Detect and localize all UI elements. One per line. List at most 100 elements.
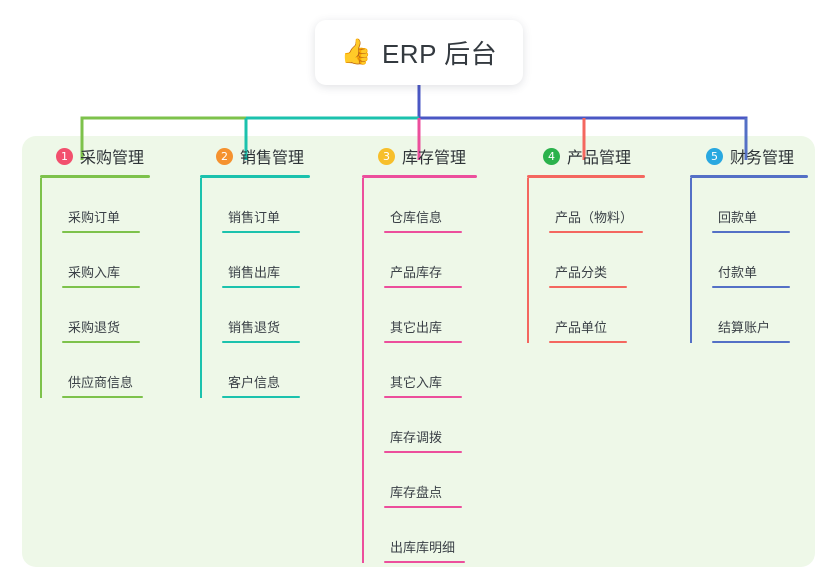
leaf-item[interactable]: 其它入库: [362, 343, 480, 398]
leaf-item-label: 付款单: [718, 265, 758, 280]
branch-underline-2: [200, 175, 310, 178]
leaf-item[interactable]: 采购入库: [40, 233, 168, 288]
leaf-item-underline: [549, 341, 627, 343]
leaf-item-underline: [62, 341, 140, 343]
leaf-item[interactable]: 仓库信息: [362, 178, 480, 233]
branch-column-4: 4 产品管理产品（物料） 产品分类产品单位: [527, 144, 653, 343]
branch-column-2: 2 销售管理销售订单销售出库销售退货客户信息: [200, 144, 322, 398]
leaf-item-label: 产品分类: [555, 265, 608, 280]
leaf-item-underline: [222, 341, 300, 343]
leaf-item-label: 采购入库: [68, 265, 121, 280]
leaf-item-underline: [549, 231, 643, 233]
leaf-item-label: 客户信息: [228, 375, 281, 390]
leaf-item[interactable]: 销售退货: [200, 288, 322, 343]
leaf-item-underline: [712, 286, 790, 288]
branch-header-3[interactable]: 3 库存管理: [362, 144, 480, 168]
leaf-item[interactable]: 出库库明细: [362, 508, 480, 563]
branch-header-1[interactable]: 1 采购管理: [40, 144, 168, 168]
leaf-item[interactable]: 采购订单: [40, 178, 168, 233]
leaf-item-label: 产品（物料）: [555, 210, 634, 225]
branch-item-list-5: 回款单付款单结算账户: [690, 178, 806, 343]
leaf-item-label: 采购退货: [68, 320, 121, 335]
leaf-item-label: 销售出库: [228, 265, 281, 280]
branch-badge-2: 2: [216, 147, 233, 165]
leaf-item-label: 产品单位: [555, 320, 608, 335]
leaf-item[interactable]: 库存调拨: [362, 398, 480, 453]
leaf-item-label: 其它入库: [390, 375, 443, 390]
leaf-item-label: 销售订单: [228, 210, 281, 225]
branch-title-3: 库存管理: [402, 150, 467, 167]
branch-header-4[interactable]: 4 产品管理: [527, 144, 653, 168]
branch-badge-3: 3: [378, 147, 395, 165]
leaf-item-underline: [549, 286, 627, 288]
leaf-item-underline: [384, 341, 462, 343]
leaf-item[interactable]: 客户信息: [200, 343, 322, 398]
branch-spine-5: [690, 178, 692, 343]
leaf-item-label: 销售退货: [228, 320, 281, 335]
leaf-item-label: 采购订单: [68, 210, 121, 225]
leaf-item[interactable]: 回款单: [690, 178, 806, 233]
branch-underline-3: [362, 175, 477, 178]
leaf-item-underline: [384, 561, 465, 563]
leaf-item-label: 结算账户: [718, 320, 771, 335]
leaf-item[interactable]: 销售订单: [200, 178, 322, 233]
branch-item-list-2: 销售订单销售出库销售退货客户信息: [200, 178, 322, 398]
leaf-item[interactable]: 付款单: [690, 233, 806, 288]
leaf-item[interactable]: 产品（物料）: [527, 178, 653, 233]
leaf-item-underline: [384, 506, 462, 508]
branch-underline-1: [40, 175, 150, 178]
leaf-item-underline: [222, 286, 300, 288]
leaf-item-underline: [62, 286, 140, 288]
root-node-card[interactable]: 👍 ERP 后台: [315, 20, 523, 85]
leaf-item[interactable]: 其它出库: [362, 288, 480, 343]
branch-title-2: 销售管理: [240, 150, 305, 167]
leaf-item-label: 出库库明细: [390, 540, 456, 555]
leaf-item[interactable]: 供应商信息: [40, 343, 168, 398]
leaf-item-underline: [62, 231, 140, 233]
branch-title-1: 采购管理: [80, 150, 145, 167]
branch-spine-1: [40, 178, 42, 398]
branch-title-4: 产品管理: [567, 150, 632, 167]
leaf-item-underline: [384, 231, 462, 233]
branch-badge-5: 5: [706, 147, 723, 165]
leaf-item[interactable]: 采购退货: [40, 288, 168, 343]
branch-spine-4: [527, 178, 529, 343]
branch-spine-2: [200, 178, 202, 398]
leaf-item-underline: [712, 341, 790, 343]
root-node-title: ERP 后台: [381, 39, 498, 69]
leaf-item[interactable]: 产品单位: [527, 288, 653, 343]
leaf-item-underline: [62, 396, 143, 398]
leaf-item-underline: [384, 396, 462, 398]
leaf-item-underline: [222, 396, 300, 398]
leaf-item-label: 供应商信息: [68, 375, 134, 390]
leaf-item-underline: [712, 231, 790, 233]
leaf-item[interactable]: 产品库存: [362, 233, 480, 288]
leaf-item-underline: [384, 451, 462, 453]
leaf-item[interactable]: 结算账户: [690, 288, 806, 343]
branch-column-1: 1 采购管理采购订单采购入库采购退货供应商信息: [40, 144, 168, 398]
leaf-item-label: 回款单: [718, 210, 758, 225]
leaf-item-label: 库存调拨: [390, 430, 443, 445]
leaf-item-label: 其它出库: [390, 320, 443, 335]
branch-header-2[interactable]: 2 销售管理: [200, 144, 322, 168]
thumbs-up-icon: 👍: [340, 38, 372, 66]
branch-badge-4: 4: [543, 147, 560, 165]
branch-badge-1: 1: [56, 147, 73, 165]
branch-spine-3: [362, 178, 364, 563]
leaf-item-underline: [222, 231, 300, 233]
leaf-item-label: 仓库信息: [390, 210, 443, 225]
leaf-item[interactable]: 产品分类: [527, 233, 653, 288]
leaf-item[interactable]: 库存盘点: [362, 453, 480, 508]
leaf-item-label: 库存盘点: [390, 485, 443, 500]
leaf-item[interactable]: 销售出库: [200, 233, 322, 288]
branch-underline-5: [690, 175, 808, 178]
leaf-item-label: 产品库存: [390, 265, 443, 280]
branch-item-list-1: 采购订单采购入库采购退货供应商信息: [40, 178, 168, 398]
branch-item-list-3: 仓库信息产品库存其它出库其它入库库存调拨库存盘点出库库明细: [362, 178, 480, 563]
content-panel: [22, 136, 815, 567]
branch-underline-4: [527, 175, 645, 178]
leaf-item-underline: [384, 286, 462, 288]
